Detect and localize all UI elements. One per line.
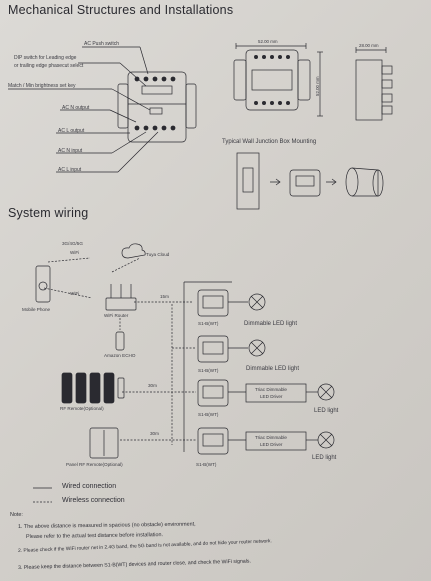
wall-mounting-illustration xyxy=(236,152,384,210)
callout-phasecut-select: or trailing edge phasecut select xyxy=(14,63,84,69)
light-bulbs xyxy=(248,293,335,449)
dimmable-led-label-2: Dimmable LED light xyxy=(246,366,300,372)
callout-ac-push-switch: AC Push switch xyxy=(84,41,120,47)
phone-label: Mobile Phone xyxy=(22,307,51,312)
distance-30m-2: 30m xyxy=(150,431,159,436)
callout-dip-switch: DIP switch for Leading edge xyxy=(14,55,77,61)
triac-driver-2-line2: LED Driver xyxy=(260,442,283,447)
router-illustration xyxy=(105,297,137,311)
dimension-height: 52.00 mm xyxy=(315,76,320,96)
device-label-1: S1-B(WT) xyxy=(198,321,219,326)
device-front-view xyxy=(117,71,197,143)
mobile-phone-illustration xyxy=(35,265,51,303)
cloud-label: Tuya Cloud xyxy=(146,252,170,257)
led-light-label-1: LED light xyxy=(314,408,339,414)
device-label-4: S1-B(WT) xyxy=(196,462,217,467)
distance-15m: 15m xyxy=(160,294,169,299)
wireless-links xyxy=(43,257,196,445)
callout-leaders xyxy=(8,46,159,173)
callout-ac-l-input: AC L input xyxy=(58,167,82,173)
device-dimension-view xyxy=(233,43,323,117)
dimension-width: 52.00 mm xyxy=(258,39,278,44)
triac-driver-2-line1: Triac Dimmable xyxy=(255,435,287,440)
callout-ac-n-output: AC N output xyxy=(62,105,90,111)
callout-ac-n-input: AC N input xyxy=(58,148,83,154)
triac-driver-2 xyxy=(245,431,307,451)
notes-title: Note: xyxy=(10,512,23,518)
distance-30m-1: 30m xyxy=(148,383,157,388)
s1b-devices xyxy=(197,289,229,455)
led-light-label-2: LED light xyxy=(312,455,337,461)
network-label: 3G/4G/5G xyxy=(62,241,83,246)
mounting-title: Typical Wall Junction Box Mounting xyxy=(222,139,317,145)
dimension-depth: 28.00 mm xyxy=(359,43,379,48)
device-label-2: S1-B(WT) xyxy=(198,368,219,373)
dimmable-led-label-1: Dimmable LED light xyxy=(244,321,298,327)
device-side-view xyxy=(355,47,393,121)
legend-wired: Wired connection xyxy=(62,483,117,490)
wired-links xyxy=(183,281,318,452)
device-label-3: S1-B(WT) xyxy=(198,412,219,417)
wifi-label: WiFi xyxy=(70,291,80,296)
callout-match-key: Match / Min brightness set key xyxy=(8,83,76,89)
echo-illustration xyxy=(115,331,125,351)
network-sub-label: WiFi xyxy=(70,250,80,255)
rf-remote-label: RF Remote(Optional) xyxy=(60,406,104,411)
panel-remote-label: Panel RF Remote(Optional) xyxy=(66,462,123,467)
echo-label: Amazon ECHO xyxy=(104,353,136,358)
router-label: WiFi Router xyxy=(104,313,129,318)
rf-remote-illustrations xyxy=(61,372,125,404)
mechanical-title: Mechanical Structures and Installations xyxy=(8,3,234,17)
cloud-illustration xyxy=(121,243,146,259)
callout-ac-l-output: AC L output xyxy=(58,128,85,134)
triac-driver-1 xyxy=(245,383,307,403)
legend-wireless: Wireless connection xyxy=(62,497,125,504)
wiring-title: System wiring xyxy=(8,206,89,220)
panel-remote-illustration xyxy=(89,427,119,459)
triac-driver-1-line1: Triac Dimmable xyxy=(255,387,287,392)
triac-driver-1-line2: LED Driver xyxy=(260,394,283,399)
